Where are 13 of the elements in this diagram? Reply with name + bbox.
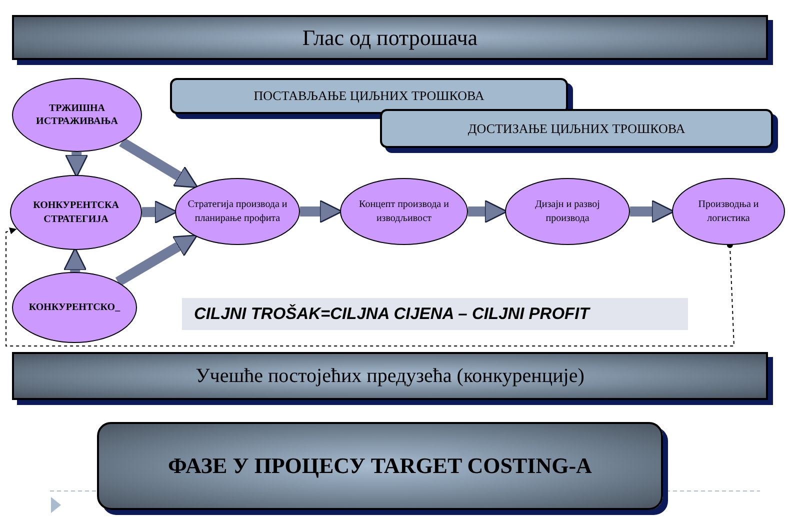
process-ellipse: Производња и логистика (672, 178, 785, 245)
block-arrow (119, 138, 198, 188)
block-arrow (64, 152, 88, 178)
feedback-arrow (6, 228, 735, 346)
process-ellipse: КОНКУРЕНТСКА СТРАТЕГИЈА (10, 175, 142, 250)
process-ellipse: Дизајн и развој производа (505, 178, 630, 245)
process-ellipse: КОНКУРЕНТСКО_ (12, 272, 137, 343)
process-ellipse: Стратегија производа и планирање профита (175, 178, 300, 245)
formula-box: CILJNI TROŠAK=CILJNA CIJENA – CILJNI PROFIT (182, 298, 688, 330)
block-arrow (63, 247, 87, 272)
block-arrow (115, 234, 198, 286)
process-ellipse: ТРЖИШНА ИСТРАЖИВАЊА (12, 78, 142, 152)
process-ellipse: Концепт производа и изводљивост (340, 178, 468, 245)
